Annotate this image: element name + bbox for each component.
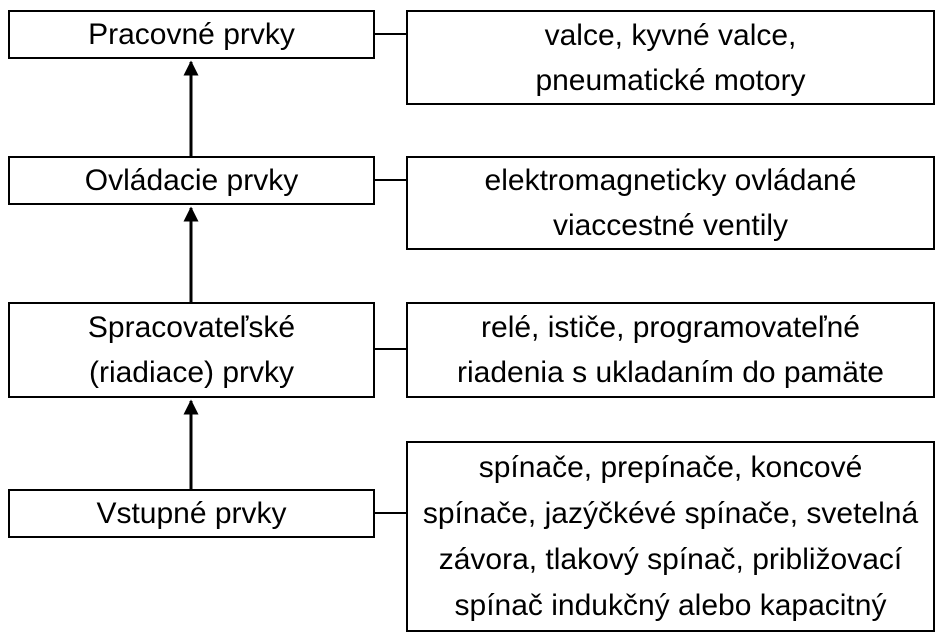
level-label: Spracovateľské(riadiace) prvky — [87, 311, 296, 389]
level-box-pracovne-prvky: Pracovné prvky — [8, 10, 375, 59]
level-label: Vstupné prvky — [96, 497, 287, 530]
level-box-vstupne-prvky: Vstupné prvky — [8, 489, 375, 538]
level-box-ovladacie-prvky: Ovládacie prvky — [8, 156, 375, 205]
level-label: Pracovné prvky — [88, 18, 295, 51]
level-box-spracovatelske-prvky: Spracovateľské(riadiace) prvky — [8, 302, 375, 398]
level-description: valce, kyvné valce,pneumatické motory — [535, 18, 806, 97]
description-box-pracovne-prvky: valce, kyvné valce,pneumatické motory — [406, 10, 935, 105]
level-label: Ovládacie prvky — [84, 164, 299, 197]
